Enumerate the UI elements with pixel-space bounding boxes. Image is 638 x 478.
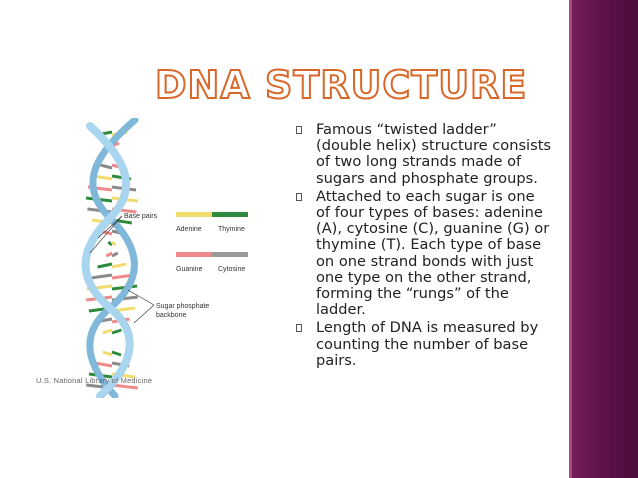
guanine-label: Guanine xyxy=(176,266,203,273)
bullet-marker-icon xyxy=(296,324,302,333)
bullet-item: Attached to each sugar is one of four ty… xyxy=(296,187,552,319)
base-pair-rung xyxy=(111,262,127,269)
bullet-text: Attached to each sugar is one of four ty… xyxy=(316,187,550,319)
base-pair-rung xyxy=(111,383,138,390)
image-credit: U.S. National Library of Medicine xyxy=(36,376,153,385)
bullet-marker-icon xyxy=(296,192,302,201)
base-pairs-pointer xyxy=(97,215,123,239)
cytosine-label: Cytosine xyxy=(218,266,246,273)
base-pair-rung xyxy=(107,240,113,247)
base-pair-rung xyxy=(97,262,113,269)
backbone-strand-back xyxy=(86,118,139,398)
bullet-text: Length of DNA is measured by counting th… xyxy=(316,319,539,369)
base-pair-rung xyxy=(111,328,122,335)
dna-helix-illustration xyxy=(81,118,248,398)
bullet-text: Famous “twisted ladder” (double helix) s… xyxy=(316,121,552,187)
base-pair-rung xyxy=(102,328,113,335)
base-pair-rung xyxy=(105,251,113,258)
backbone-pointer xyxy=(133,304,155,324)
sidebar-stripe xyxy=(569,0,572,478)
base-pair-rung xyxy=(111,350,122,357)
base-pair-rung xyxy=(102,350,113,357)
adenine-bar xyxy=(176,212,212,217)
base-pair-rung xyxy=(94,361,113,368)
backbone-label: backbone xyxy=(156,312,187,319)
base-pair-rung xyxy=(111,251,119,258)
backbone-strand-front xyxy=(81,122,134,398)
base-pair-rung xyxy=(90,273,113,280)
adenine-label: Adenine xyxy=(176,226,202,233)
guanine-bar xyxy=(176,252,212,257)
base-pair-rung xyxy=(100,163,113,170)
cytosine-bar xyxy=(212,252,248,257)
bullet-list: Famous “twisted ladder” (double helix) s… xyxy=(296,121,552,371)
slide-title: DNA STRUCTURE xyxy=(154,63,528,107)
decorative-sidebar xyxy=(569,0,638,478)
backbone-label: Sugar phosphate xyxy=(156,303,210,310)
thymine-label: Thymine xyxy=(218,226,245,233)
base-pairs-label: Base pairs xyxy=(124,213,158,220)
bullet-marker-icon xyxy=(296,126,302,134)
base-pair-rung xyxy=(111,240,117,247)
thymine-bar xyxy=(212,212,248,217)
bullet-item: Famous “twisted ladder” (double helix) s… xyxy=(296,121,552,187)
backbone-pointer xyxy=(127,289,155,306)
bullet-item: Length of DNA is measured by counting th… xyxy=(296,320,552,369)
base-pairs-pointer xyxy=(89,215,123,254)
